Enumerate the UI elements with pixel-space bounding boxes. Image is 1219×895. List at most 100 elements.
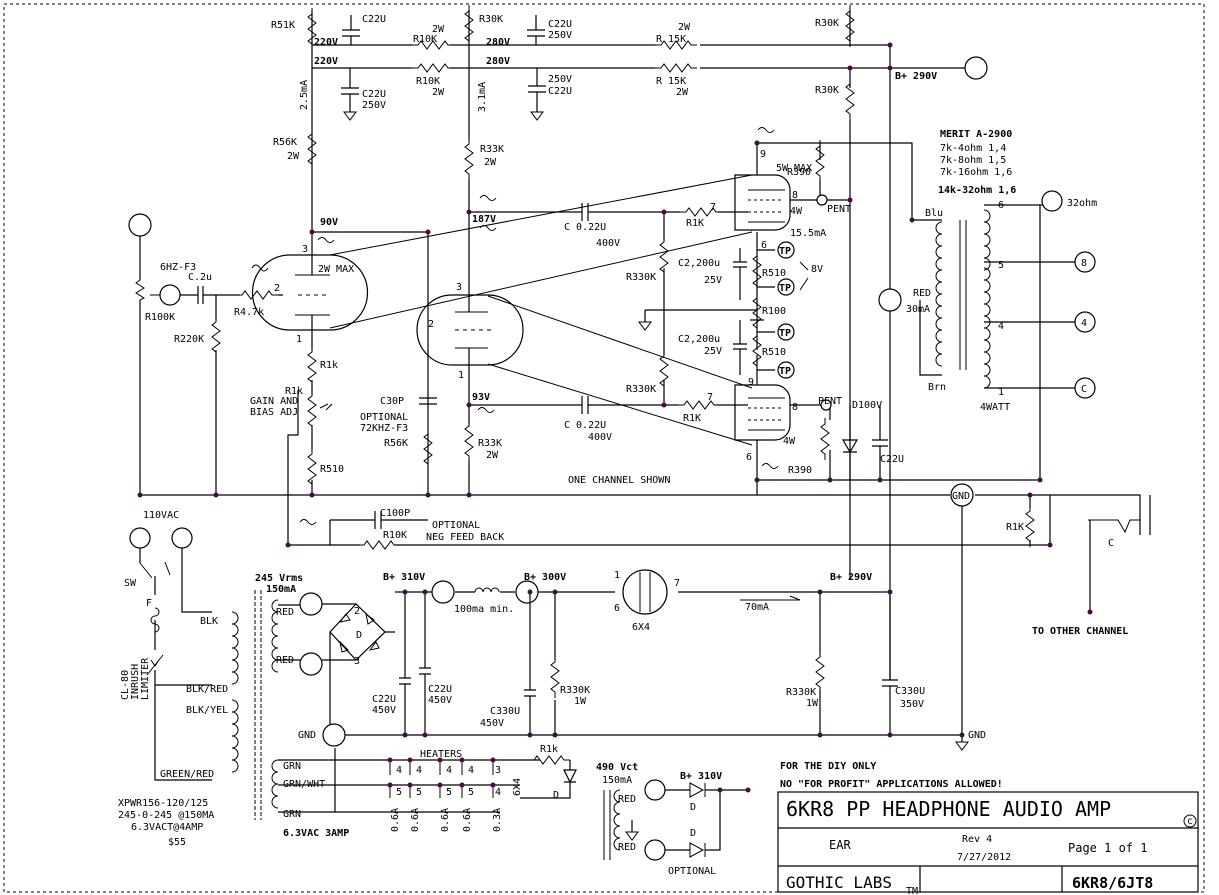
- label-r1k-led: R1k: [540, 744, 558, 755]
- label-c22u-right: C22U: [880, 454, 904, 465]
- label-r15k-b: R 15K: [656, 76, 686, 87]
- led-icon: [520, 760, 577, 799]
- label-tap-3: 7k-16ohm 1,6: [940, 167, 1012, 178]
- bplus-terminal-icon: [964, 56, 988, 80]
- test-point-3-icon: [777, 323, 795, 341]
- resistor-r1k-cathode: [307, 345, 317, 389]
- label-sec: 245-0-245 @150MA: [118, 810, 214, 821]
- label-grn: GRN: [283, 761, 301, 772]
- pent-switch-b-icon: [820, 399, 832, 411]
- resistor-r510-b: [752, 329, 762, 373]
- label-187v: 187V: [472, 214, 496, 225]
- resistor-r1k-g2: [677, 400, 721, 410]
- label-r15k-a: R 15K: [656, 34, 686, 45]
- label-gnd-psu: GND: [298, 730, 316, 741]
- power-transformer-icon: [231, 590, 279, 820]
- output-8-terminal-icon: [1074, 251, 1096, 273]
- pin-9-b: 9: [748, 377, 754, 388]
- pin-rect-6: 6: [614, 603, 620, 614]
- label-r30k-b: R30K: [815, 18, 839, 29]
- label-r330k-ps-w: 1W: [574, 696, 587, 707]
- label-r47k: R4.7k: [234, 307, 264, 318]
- label-green-red: GREEN/RED: [160, 769, 214, 780]
- label-250v: 250V: [548, 74, 572, 85]
- label-r33k-a: R33K: [480, 144, 504, 155]
- label-blk: BLK: [200, 616, 218, 627]
- label-tp-3: TP: [779, 328, 791, 339]
- test-point-4-icon: [777, 361, 795, 379]
- pentode-1-icon: [734, 165, 791, 231]
- label-6x4: 6X4: [632, 622, 650, 633]
- label-r51k: R51K: [271, 20, 295, 31]
- label-c330u-a: C330U: [490, 706, 520, 717]
- label-r390-a: R390: [787, 167, 811, 178]
- label-r330k-b: R330K: [626, 384, 656, 395]
- label-c2200-b: C2,200u: [678, 334, 720, 345]
- label-0-6a-2: 0.6A: [410, 808, 421, 832]
- mains-terminal-a-icon: [129, 527, 151, 549]
- resistor-r1k-gain: [307, 389, 317, 433]
- label-limiter: LIMITER: [140, 657, 151, 700]
- resistor-r1k-fb: [1025, 504, 1035, 548]
- pin-3-b: 3: [456, 282, 462, 293]
- label-tap-2: 7k-8ohm 1,5: [940, 155, 1006, 166]
- pin-8-b: 8: [792, 402, 798, 413]
- label-input-tube: 6HZ-F3: [160, 262, 196, 273]
- label-r15k-b-w: 2W: [676, 87, 689, 98]
- label-0-6a-3: 0.6A: [440, 808, 451, 832]
- label-to-other: TO OTHER CHANNEL: [1032, 626, 1128, 637]
- label-c022-a-v: 400V: [596, 238, 620, 249]
- pin-bridge-2: 2: [354, 606, 360, 617]
- gnd-symbol-icon: [955, 741, 969, 751]
- label-cl80: CL-80: [120, 670, 131, 700]
- label-bplus310-b: B+ 310V: [680, 771, 722, 782]
- label-r510-cath: R510: [320, 464, 344, 475]
- label-c22u-ps2: C22U: [428, 684, 452, 695]
- label-220v-b: 220V: [314, 56, 338, 67]
- label-r330k-ps: R330K: [560, 685, 590, 696]
- label-r100: R100: [762, 306, 786, 317]
- pentode-2-icon: [734, 384, 791, 441]
- capacitor-c22u-top: [342, 15, 360, 45]
- label-r15k-a-w: 2W: [678, 22, 691, 33]
- label-c22u-top: C22U: [362, 14, 386, 25]
- label-bias-adj: BIAS ADJ: [250, 407, 298, 418]
- label-150ma: 150mA: [266, 584, 296, 595]
- wave-fb-icon: [299, 519, 317, 525]
- label-c22u-left-v: 250V: [362, 100, 386, 111]
- part-label: 6KR8/6JT8: [1072, 874, 1153, 892]
- label-r390-b: R390: [788, 465, 812, 476]
- title-text: 6KR8 PP HEADPHONE AUDIO AMP: [786, 797, 1111, 821]
- psu-gnd-node-icon: [322, 723, 346, 747]
- rev-label: Rev 4: [962, 834, 992, 845]
- label-diy: FOR THE DIY ONLY: [780, 761, 876, 772]
- input-jack-icon: [128, 213, 152, 237]
- label-r33k-b-w: 2W: [486, 450, 499, 461]
- test-point-2-icon: [777, 278, 795, 296]
- label-c022-b: C 0.22U: [564, 420, 606, 431]
- wave-icons-mid: [477, 195, 497, 413]
- label-r10k-a-w: 2W: [432, 24, 445, 35]
- output-4-terminal-icon: [1074, 311, 1096, 333]
- output-transformer-icon: [935, 209, 991, 389]
- pin-h2-4: 4: [416, 765, 422, 776]
- pin-rect-1: 1: [614, 570, 620, 581]
- pin-h2-5: 5: [416, 787, 422, 798]
- label-c330u-b-v: 350V: [900, 699, 924, 710]
- label-tap-4: 14k-32ohm 1,6: [938, 185, 1016, 196]
- inrush-limiter-icon: [146, 654, 164, 676]
- resistor-r1k-led: [527, 755, 571, 765]
- label-c22u-ps1: C22U: [372, 694, 396, 705]
- label-pent-a: PENT: [827, 204, 851, 215]
- pin-h5-3: 3: [495, 765, 501, 776]
- label-red-b: RED: [618, 842, 636, 853]
- capacitor-c22u-mid-top: [527, 15, 545, 45]
- label-tp-1: TP: [779, 246, 791, 257]
- label-c22u-ps1-v: 450V: [372, 705, 396, 716]
- company-label: GOTHIC LABS: [786, 873, 892, 892]
- label-heaters: HEATERS: [420, 749, 462, 760]
- label-profit: NO "FOR PROFIT" APPLICATIONS ALLOWED!: [780, 779, 1003, 790]
- label-blu: Blu: [925, 208, 943, 219]
- label-245vrms: 245 Vrms: [255, 573, 303, 584]
- label-r10k-b: R10K: [416, 76, 440, 87]
